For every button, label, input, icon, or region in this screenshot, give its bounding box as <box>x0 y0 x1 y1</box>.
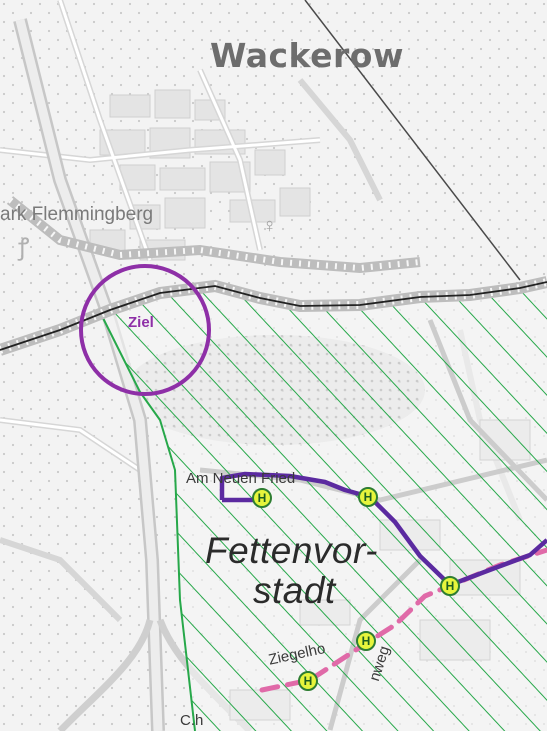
bus-stop-icon[interactable]: H <box>298 671 318 691</box>
bus-stop-icon[interactable]: H <box>356 631 376 651</box>
bus-stop-icon[interactable]: H <box>252 488 272 508</box>
bus-stop-icon[interactable]: H <box>358 487 378 507</box>
street-label-am-neuen-friedhof: Am Neuen Fried <box>186 470 296 487</box>
hatch-outline <box>102 317 196 731</box>
destination-label[interactable]: Ziel <box>128 314 154 331</box>
bus-stop-icon[interactable]: H <box>440 576 460 596</box>
district-label-line1: Fettenvor- <box>205 530 378 571</box>
town-label: Wackerow <box>210 36 404 75</box>
boundary-line <box>304 0 521 281</box>
destination-circle <box>79 264 211 396</box>
park-label: ark Flemmingberg <box>0 204 154 225</box>
street-label-bottom: C.h <box>180 712 204 729</box>
svg-text:♀: ♀ <box>262 215 277 237</box>
svg-text:ꝭ: ꝭ <box>17 234 29 261</box>
railway <box>0 196 547 356</box>
district-label-line2: stadt <box>253 570 336 611</box>
